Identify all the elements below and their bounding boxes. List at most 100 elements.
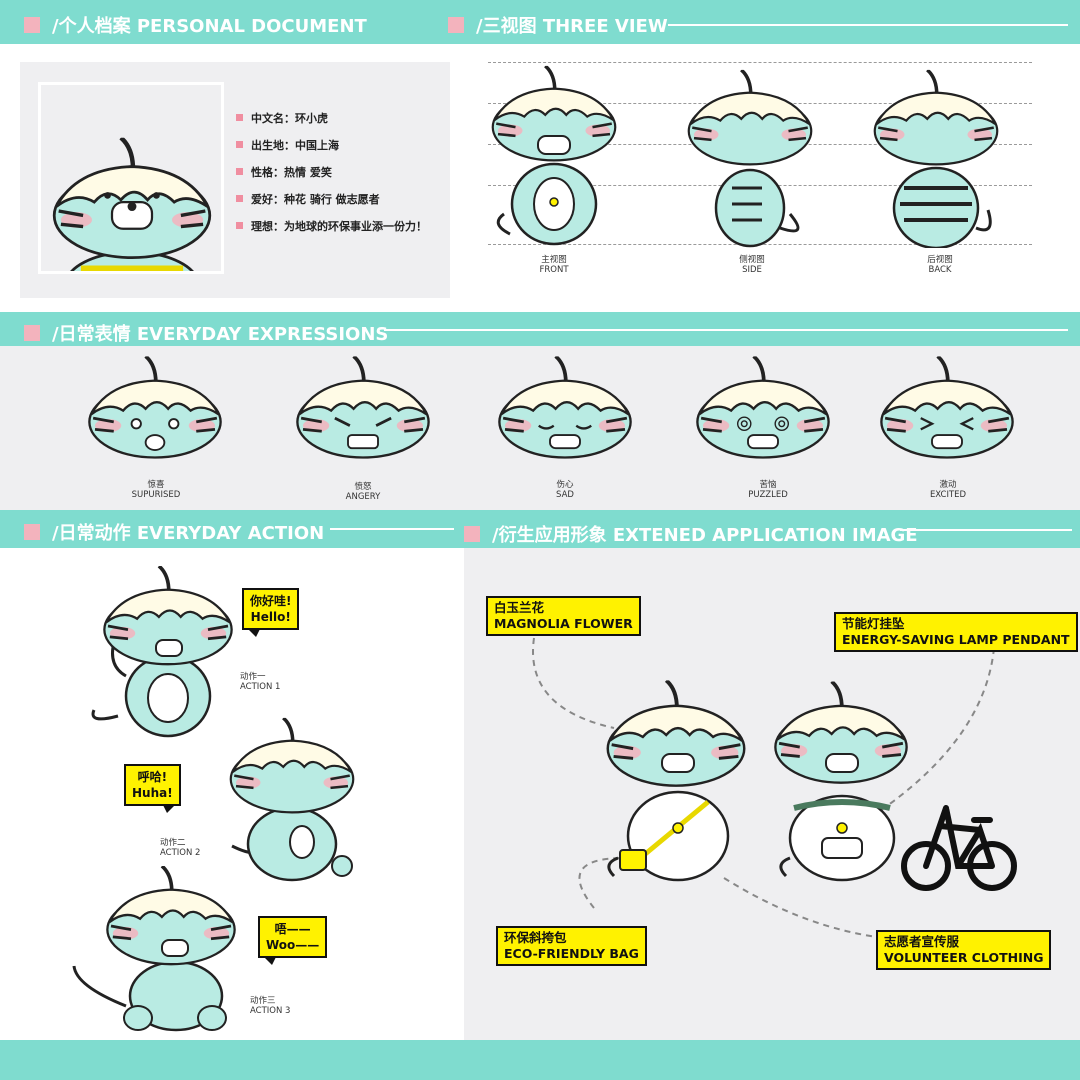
section-title-personal: /个人档案 PERSONAL DOCUMENT xyxy=(24,12,367,38)
label-text-cn: 环保斜挎包 xyxy=(504,930,567,945)
bubble-text-cn: 唔—— xyxy=(274,922,311,936)
profile-item-text: 理想：为地球的环保事业添一份力！ xyxy=(251,219,427,233)
speech-bubble-huha: 呼哈! Huha! xyxy=(124,764,181,813)
view-caption-en: SIDE xyxy=(742,265,762,275)
expression-caption-en: PUZZLED xyxy=(748,490,788,500)
section-title-three-view: /三视图 THREE VIEW xyxy=(448,12,668,38)
view-caption-cn: 侧视图 xyxy=(739,255,765,265)
expression-sad-face xyxy=(490,350,640,475)
divider-line xyxy=(384,329,1068,331)
divider-line xyxy=(900,529,1072,531)
tiger-portrait-image xyxy=(43,91,221,271)
profile-item: 中文名：环小虎 xyxy=(236,104,427,131)
expression-caption-en: EXCITED xyxy=(929,490,967,500)
expression-caption-en: ANGERY xyxy=(345,492,381,502)
bullet-icon xyxy=(236,222,243,229)
profile-info-list: 中文名：环小虎 出生地：中国上海 性格：热情 爱笑 爱好：种花 骑行 做志愿者 … xyxy=(236,104,427,239)
view-caption-en: FRONT xyxy=(539,265,569,275)
label-text-en: ECO-FRIENDLY BAG xyxy=(504,946,639,961)
expression-caption-cn: 伤心 xyxy=(556,480,574,490)
profile-item-text: 爱好：种花 骑行 做志愿者 xyxy=(251,192,380,206)
section-title-personal-text: /个人档案 PERSONAL DOCUMENT xyxy=(52,16,367,37)
tiger-front-view xyxy=(484,64,624,246)
expression-caption-cn: 惊喜 xyxy=(147,480,165,490)
guide-line xyxy=(488,62,1032,63)
profile-item: 爱好：种花 骑行 做志愿者 xyxy=(236,185,427,212)
label-eco-friendly-bag: 环保斜挎包 ECO-FRIENDLY BAG xyxy=(496,926,647,966)
tiger-action-1 xyxy=(91,566,238,738)
square-marker-icon xyxy=(464,526,480,542)
bottom-band xyxy=(0,1040,1080,1080)
profile-item-text: 出生地：中国上海 xyxy=(251,138,339,152)
label-text-en: VOLUNTEER CLOTHING xyxy=(884,950,1044,965)
square-marker-icon xyxy=(24,17,40,33)
profile-item: 出生地：中国上海 xyxy=(236,131,427,158)
expression-caption-cn: 激动 xyxy=(939,480,957,490)
section-title-extended-text: /衍生应用形象 EXTENED APPLICATION IMAGE xyxy=(492,525,918,546)
view-caption-cn: 主视图 xyxy=(541,255,567,265)
action-caption-en: ACTION 2 xyxy=(160,848,201,858)
bubble-text-en: Huha! xyxy=(132,786,173,800)
section-title-expressions-text: /日常表情 EVERYDAY EXPRESSIONS xyxy=(52,324,389,345)
expression-surprised-face xyxy=(80,350,230,475)
tiger-side-view xyxy=(680,68,820,248)
bullet-icon xyxy=(236,195,243,202)
tiger-action-2 xyxy=(222,716,362,882)
label-text-cn: 白玉兰花 xyxy=(494,600,545,615)
section-title-three-view-text: /三视图 THREE VIEW xyxy=(476,16,668,37)
action-caption-cn: 动作三 xyxy=(250,996,276,1006)
square-marker-icon xyxy=(448,17,464,33)
view-caption-en: BACK xyxy=(928,265,952,275)
speech-bubble-hello: 你好哇! Hello! xyxy=(242,588,300,637)
expression-caption-cn: 愤怒 xyxy=(354,482,372,492)
tiger-with-bag xyxy=(598,678,754,882)
expression-excited-face xyxy=(872,350,1022,475)
bullet-icon xyxy=(236,141,243,148)
bubble-text-en: Hello! xyxy=(250,610,291,624)
bicycle-icon xyxy=(901,805,1017,891)
bubble-text-en: Woo—— xyxy=(266,938,320,952)
profile-item: 理想：为地球的环保事业添一份力！ xyxy=(236,212,427,239)
square-marker-icon xyxy=(24,524,40,540)
divider-line xyxy=(330,528,454,530)
view-caption-cn: 后视图 xyxy=(927,255,953,265)
section-title-extended: /衍生应用形象 EXTENED APPLICATION IMAGE xyxy=(464,521,918,547)
section-title-action-text: /日常动作 EVERYDAY ACTION xyxy=(52,523,325,544)
profile-item: 性格：热情 爱笑 xyxy=(236,158,427,185)
label-energy-saving-lamp: 节能灯挂坠 ENERGY-SAVING LAMP PENDANT xyxy=(834,612,1078,652)
label-volunteer-clothing: 志愿者宣传服 VOLUNTEER CLOTHING xyxy=(876,930,1052,970)
profile-item-text: 中文名：环小虎 xyxy=(251,111,328,125)
bullet-icon xyxy=(236,114,243,121)
tiger-back-view xyxy=(866,68,1006,248)
speech-bubble-woo: 唔—— Woo—— xyxy=(258,916,328,965)
label-text-cn: 节能灯挂坠 xyxy=(842,616,905,631)
bubble-text-cn: 呼哈! xyxy=(137,770,168,784)
bubble-text-cn: 你好哇! xyxy=(250,594,292,608)
label-text-en: ENERGY-SAVING LAMP PENDANT xyxy=(842,632,1070,647)
section-title-expressions: /日常表情 EVERYDAY EXPRESSIONS xyxy=(24,320,388,346)
action-caption-cn: 动作二 xyxy=(160,838,186,848)
expression-caption-en: SAD xyxy=(556,490,574,500)
expression-caption-en: SUPURISED xyxy=(131,490,181,500)
top-band xyxy=(0,0,1080,44)
label-magnolia-flower: 白玉兰花 MAGNOLIA FLOWER xyxy=(486,596,641,636)
section-title-action: /日常动作 EVERYDAY ACTION xyxy=(24,519,324,545)
tiger-action-3 xyxy=(72,866,236,1032)
expression-angry-face xyxy=(288,350,438,475)
label-text-en: MAGNOLIA FLOWER xyxy=(494,616,633,631)
label-text-cn: 志愿者宣传服 xyxy=(884,934,960,949)
profile-portrait xyxy=(38,82,224,274)
expression-puzzled-face xyxy=(688,350,838,475)
action-caption-cn: 动作一 xyxy=(240,672,266,682)
action-caption-en: ACTION 3 xyxy=(250,1006,291,1016)
